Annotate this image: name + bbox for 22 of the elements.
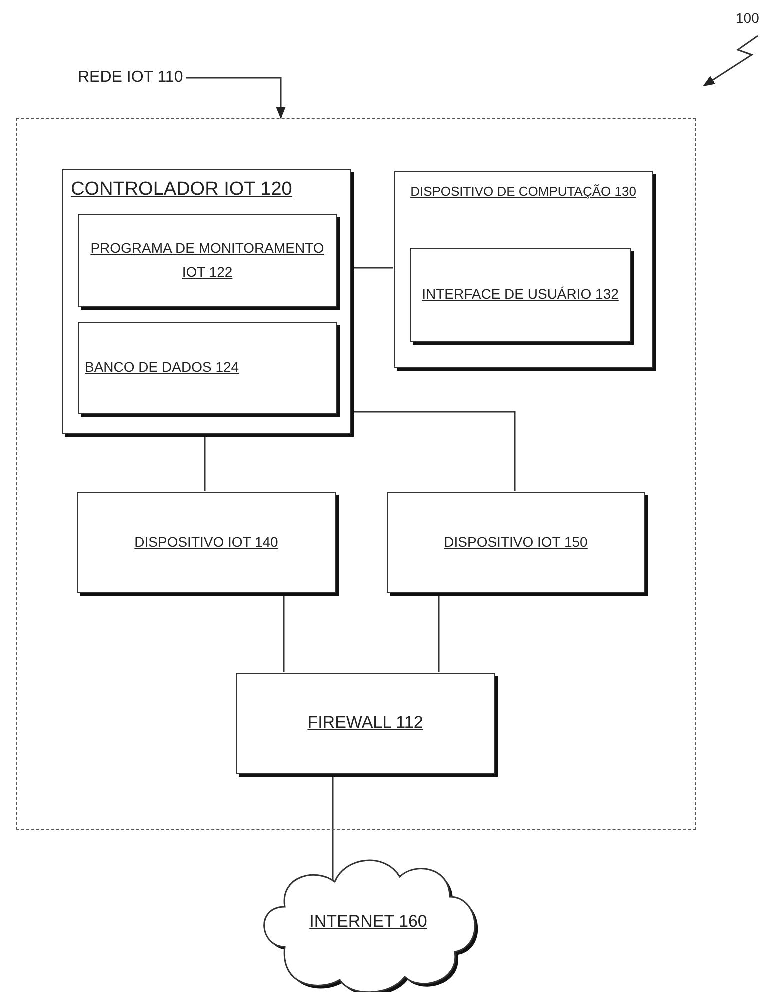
component-box	[77, 492, 336, 593]
component-box	[78, 214, 337, 307]
node-label: INTERFACE DE USUÁRIO 132	[422, 285, 619, 304]
component-box	[387, 492, 645, 593]
node-label: BANCO DE DADOS 124	[85, 358, 240, 378]
network-label: REDE IOT 110	[78, 66, 182, 90]
node-label: INTERNET 160	[310, 910, 428, 933]
leader-arrow	[186, 77, 286, 120]
leader-arrow	[703, 35, 758, 87]
controller-box	[62, 169, 351, 434]
component-box	[78, 322, 337, 414]
node-label: CONTROLADOR IOT 120	[71, 178, 292, 202]
node-label: PROGRAMA DE MONITORAMENTO IOT 122	[90, 238, 326, 282]
component-box	[236, 673, 495, 774]
node-label: DISPOSITIVO DE COMPUTAÇÃO 130	[410, 183, 636, 201]
component-box	[394, 171, 653, 368]
node-label: DISPOSITIVO IOT 140	[134, 532, 278, 552]
node-label: FIREWALL 112	[308, 712, 424, 734]
network-boundary	[16, 118, 696, 830]
component-box	[410, 248, 631, 342]
reference-numeral: 100	[736, 8, 768, 30]
node-label: DISPOSITIVO IOT 150	[444, 532, 588, 552]
